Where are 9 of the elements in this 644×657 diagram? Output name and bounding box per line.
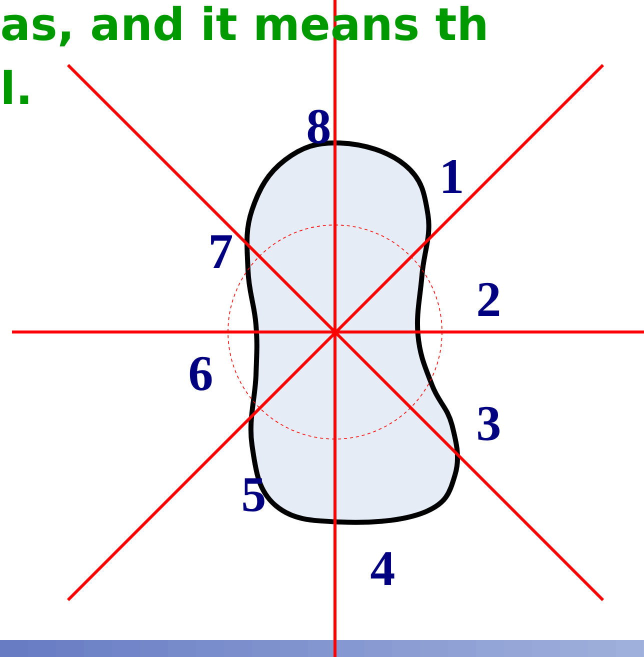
direction-number: 2: [478, 282, 500, 316]
direction-number: 1: [443, 160, 462, 193]
direction-number: 7: [211, 235, 232, 268]
direction-number: 3: [478, 406, 500, 440]
direction-number: 4: [370, 552, 394, 585]
direction-number: 8: [308, 110, 330, 144]
direction-number: 5: [243, 478, 264, 512]
direction-number: 6: [190, 356, 212, 390]
heading-text: l.: [4, 70, 28, 104]
